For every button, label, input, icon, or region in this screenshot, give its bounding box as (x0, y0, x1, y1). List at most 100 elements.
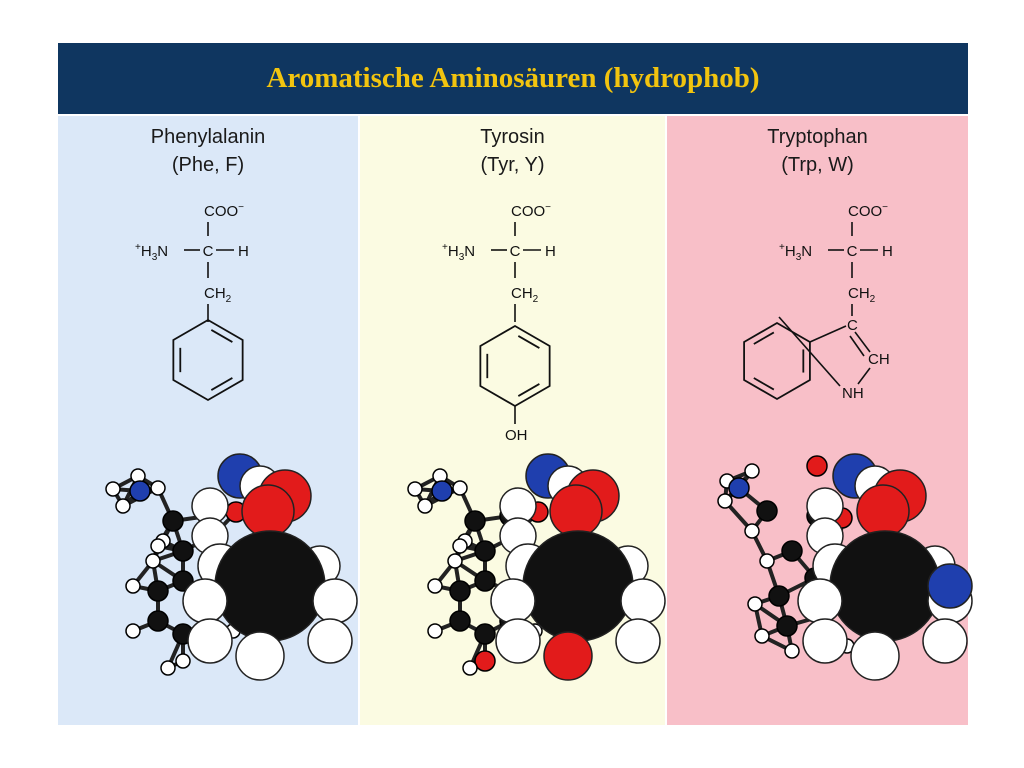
oxygen-atom (806, 455, 828, 477)
hydrogen-atom (427, 623, 443, 639)
carbon-atom (147, 610, 169, 632)
bond-line (778, 316, 841, 387)
carbon-atom (756, 500, 778, 522)
carboxylate-label: COO− (848, 202, 888, 220)
hydrogen-atom (759, 553, 775, 569)
hydrogen-atom (447, 553, 463, 569)
nitrogen-sphere (927, 563, 973, 609)
carbon-atom (464, 510, 486, 532)
methylene-label: CH2 (848, 285, 876, 305)
bond-line (517, 335, 540, 349)
aromatic-ring (743, 321, 811, 401)
carbon-atom (162, 510, 184, 532)
hydrogen-atom (452, 538, 468, 554)
oxygen-sphere (549, 484, 603, 538)
nitrogen-atom (431, 480, 453, 502)
hydrogen-sphere (922, 618, 968, 664)
oxygen-sphere (856, 484, 910, 538)
bond-line (849, 335, 865, 357)
amino-group-label: +H3N (779, 242, 812, 263)
alpha-carbon-label: C (510, 243, 521, 260)
amino-acid-name: Phenylalanin (150, 126, 266, 148)
carboxylate-label: COO− (511, 202, 551, 220)
carbon-atom (474, 540, 496, 562)
amino-acid-name: Tryptophan (767, 126, 868, 148)
amino-group-label: +H3N (442, 242, 475, 263)
carbon-atom (781, 540, 803, 562)
amino-group-label: +H3N (135, 242, 168, 263)
hydrogen-atom (417, 498, 433, 514)
hydrogen-atom (175, 653, 191, 669)
carbon-atom (474, 570, 496, 592)
bond-line (857, 367, 871, 385)
aromatic-ring (172, 318, 244, 402)
hydrogen-atom (452, 480, 468, 496)
slide-title: Aromatische Aminosäuren (hydrophob) (266, 62, 760, 94)
bond-line (753, 377, 775, 391)
hydrogen-atom (717, 493, 733, 509)
panel-phenylalanine: Phenylalanin (Phe, F) COO− +H3N C H CH2 (58, 116, 358, 725)
hydrogen-sphere (490, 578, 536, 624)
carbon-atom (449, 610, 471, 632)
methylene-label: CH2 (511, 285, 539, 305)
hydrogen-label: H (545, 243, 556, 260)
hydrogen-atom (744, 523, 760, 539)
ring-nh-label: NH (842, 385, 864, 402)
hydrogen-sphere (312, 578, 358, 624)
ring-carbon-label: C (847, 317, 858, 334)
hydrogen-sphere (307, 618, 353, 664)
hydrogen-atom (115, 498, 131, 514)
hydroxyl-label: OH (505, 427, 528, 444)
hydrogen-atom (125, 623, 141, 639)
carbon-sphere (829, 530, 941, 642)
space-filling-model (182, 453, 358, 681)
bond-line (517, 383, 540, 397)
carbon-atom (449, 580, 471, 602)
space-filling-model (490, 453, 666, 681)
amino-acid-name: Tyrosin (480, 126, 545, 148)
hydrogen-atom (462, 660, 478, 676)
hydrogen-sphere (802, 618, 848, 664)
hydrogen-sphere (615, 618, 661, 664)
phenylalanine-diagram: COO− +H3N C H CH2 (105, 202, 358, 681)
hydrogen-atom (754, 628, 770, 644)
bond-line (753, 331, 775, 345)
amino-acid-abbreviation: (Tyr, Y) (480, 154, 545, 176)
bond-line (809, 325, 847, 343)
alpha-carbon-label: C (203, 243, 214, 260)
ring-ch-label: CH (868, 351, 890, 368)
aromatic-ring (479, 324, 551, 408)
bond-line (210, 377, 233, 391)
hydrogen-sphere (235, 631, 285, 681)
bond-line (210, 329, 233, 343)
nitrogen-atom (129, 480, 151, 502)
amino-acid-abbreviation: (Phe, F) (171, 154, 245, 176)
carboxylate-label: COO− (204, 202, 244, 220)
oxygen-sphere (543, 631, 593, 681)
hydrogen-atom (747, 596, 763, 612)
title-bar: Aromatische Aminosäuren (hydrophob) (58, 43, 968, 114)
carbon-atom (172, 540, 194, 562)
hydrogen-atom (150, 538, 166, 554)
oxygen-sphere (241, 484, 295, 538)
bond-line (854, 331, 871, 353)
hydrogen-atom (150, 480, 166, 496)
methylene-label: CH2 (204, 285, 232, 305)
hydrogen-sphere (620, 578, 666, 624)
hydrogen-atom (160, 660, 176, 676)
carbon-atom (776, 615, 798, 637)
hydrogen-atom (407, 481, 423, 497)
hydrogen-atom (784, 643, 800, 659)
hydrogen-sphere (495, 618, 541, 664)
hydrogen-label: H (882, 243, 893, 260)
hydrogen-sphere (797, 578, 843, 624)
amino-acid-abbreviation: (Trp, W) (781, 154, 854, 176)
hydrogen-label: H (238, 243, 249, 260)
structural-formula: COO− +H3N C H CH2 (135, 202, 249, 402)
carbon-atom (474, 623, 496, 645)
hydrogen-atom (744, 463, 760, 479)
